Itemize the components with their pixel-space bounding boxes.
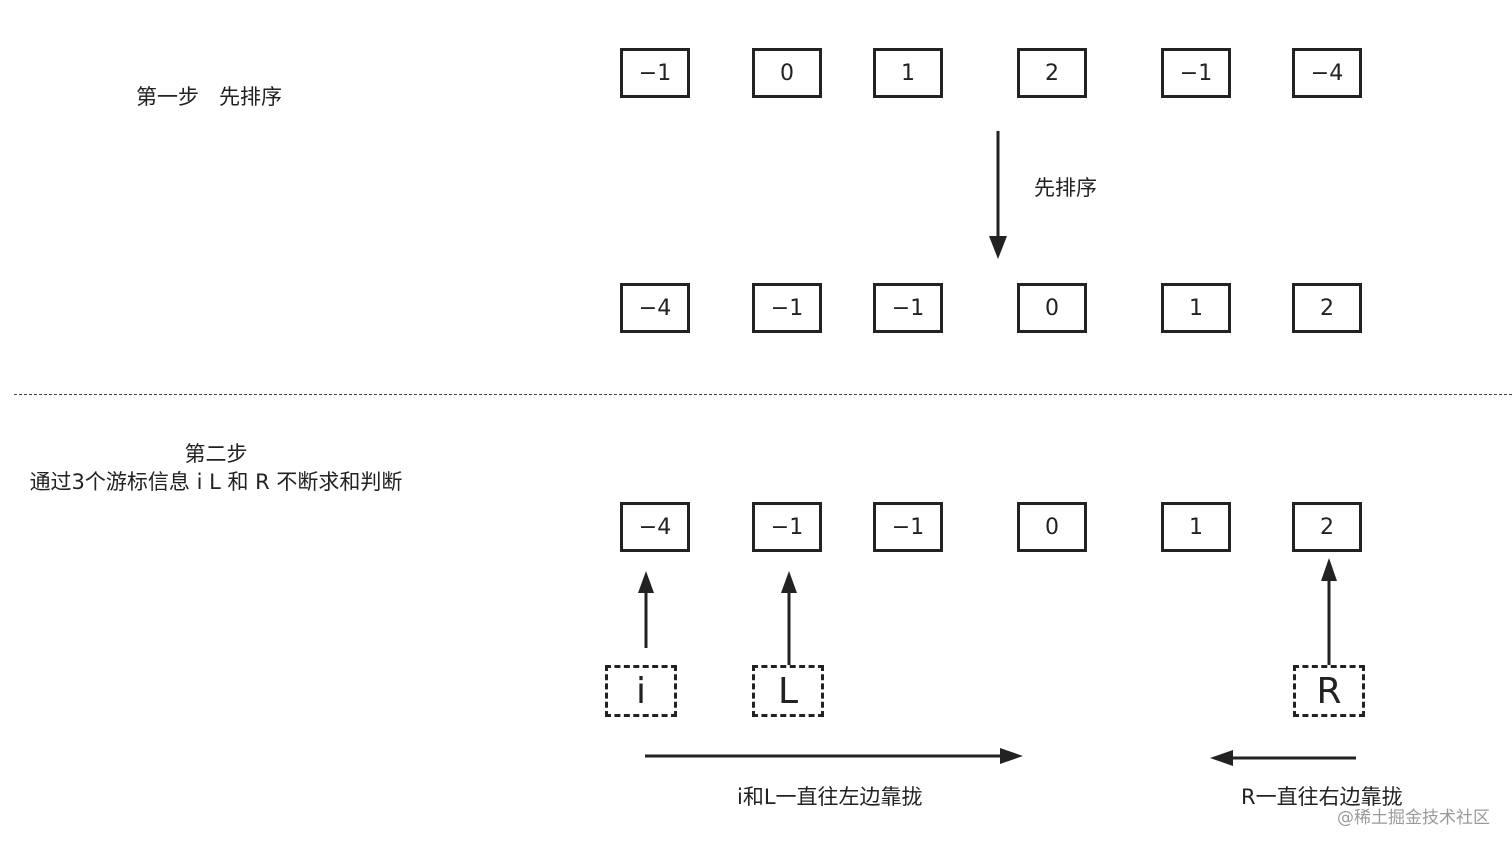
- step1-label: 第一步 先排序: [136, 85, 283, 109]
- array-cell: −1: [873, 502, 943, 552]
- right-cursor-move-label: R一直往右边靠拢: [1241, 785, 1403, 809]
- watermark: @稀土掘金技术社区: [1337, 808, 1490, 828]
- array-cell: 2: [1292, 502, 1362, 552]
- array-cell: −4: [620, 283, 690, 333]
- array-cell: 0: [1017, 502, 1087, 552]
- array-cell: −1: [752, 283, 822, 333]
- array-cell: 0: [1017, 283, 1087, 333]
- array-cell: 2: [1292, 283, 1362, 333]
- sort-arrow-label: 先排序: [1034, 176, 1097, 200]
- array-cell: 0: [752, 48, 822, 98]
- array-cell: −1: [752, 502, 822, 552]
- array-cell: 1: [873, 48, 943, 98]
- array-cell: −4: [1292, 48, 1362, 98]
- cursor-l-arrow: [781, 571, 797, 665]
- array-cell: 2: [1017, 48, 1087, 98]
- sort-down-arrow: [989, 131, 1007, 259]
- cursor-i: i: [605, 665, 677, 717]
- cursor-l: L: [752, 665, 824, 717]
- array-cell: 1: [1161, 283, 1231, 333]
- step2-title: 第二步: [184, 442, 248, 466]
- cursor-r: R: [1293, 665, 1365, 717]
- array-cell: −4: [620, 502, 690, 552]
- array-cell: −1: [1161, 48, 1231, 98]
- array-cell: 1: [1161, 502, 1231, 552]
- array-cell: −1: [873, 283, 943, 333]
- cursor-i-arrow: [638, 571, 654, 648]
- step2-label: 第二步 通过3个游标信息 i L 和 R 不断求和判断: [16, 440, 416, 496]
- step2-description: 通过3个游标信息 i L 和 R 不断求和判断: [29, 470, 403, 494]
- cursor-r-arrow: [1321, 558, 1337, 665]
- move-left-arrow: [1210, 750, 1356, 766]
- section-divider: [14, 394, 1512, 395]
- move-right-arrow: [645, 748, 1023, 764]
- left-cursors-move-label: i和L一直往左边靠拢: [737, 785, 923, 809]
- array-cell: −1: [620, 48, 690, 98]
